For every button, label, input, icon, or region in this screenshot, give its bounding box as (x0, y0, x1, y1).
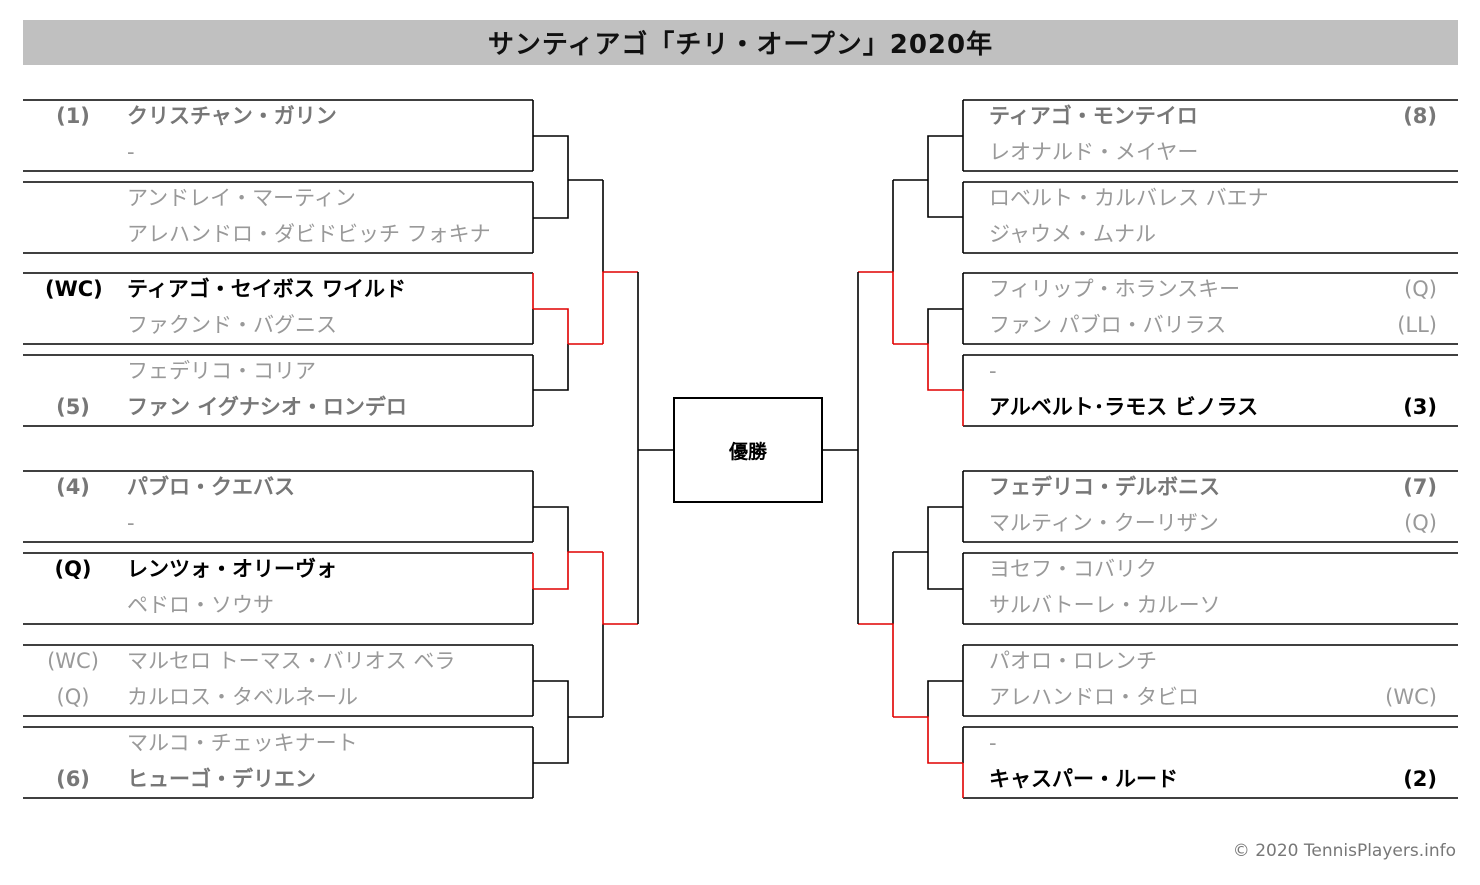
bracket-connector-win (533, 308, 569, 344)
tournament-title: サンティアゴ「チリ・オープン」2020年 (487, 30, 994, 60)
left-player-name: - (127, 140, 135, 164)
left-player-name: ファン イグナシオ・ロンデロ (127, 395, 407, 419)
bracket-connector (927, 308, 963, 344)
right-player-name: ジャウメ・ムナル (989, 222, 1156, 246)
bracket-connector (927, 506, 963, 590)
left-seed: (Q) (54, 557, 92, 581)
right-player-name: レオナルド・メイヤー (989, 140, 1199, 164)
right-player-name: フィリップ・ホランスキー (989, 277, 1241, 301)
right-player-name: ファン パブロ・バリラス (989, 313, 1227, 337)
left-seed: (6) (56, 767, 90, 791)
copyright: © 2020 TennisPlayers.info (1232, 841, 1456, 861)
left-player-name: ティアゴ・セイボス ワイルド (127, 277, 407, 301)
left-seed: (1) (56, 104, 90, 128)
right-seed: (WC) (1385, 685, 1437, 709)
bracket-connector-win (533, 551, 603, 590)
right-player-name: ロベルト・カルバレス バエナ (989, 186, 1269, 210)
left-player-name: クリスチャン・ガリン (127, 104, 337, 128)
right-player-name: パオロ・ロレンチ (989, 649, 1157, 673)
left-seed: (4) (56, 475, 90, 499)
left-player-name: ファクンド・バグニス (127, 313, 337, 337)
right-seed: (2) (1403, 767, 1437, 791)
bracket-connector (927, 680, 963, 717)
right-player-name: ヨセフ・コバリク (989, 557, 1157, 581)
left-player-name: マルコ・チェッキナート (127, 731, 358, 755)
right-seed: (7) (1403, 475, 1437, 499)
bracket-connector-win (858, 623, 894, 717)
right-seed: (8) (1403, 104, 1437, 128)
bracket-connector-win (602, 271, 638, 344)
left-seed: (5) (56, 395, 90, 419)
right-player-name: フェデリコ・デルボニス (989, 475, 1220, 499)
bracket-connector (533, 680, 569, 764)
left-player-name: フェデリコ・コリア (127, 359, 316, 383)
bracket-connector-win (858, 271, 894, 344)
left-seed: (WC) (47, 649, 99, 673)
title-bar: サンティアゴ「チリ・オープン」2020年 (23, 20, 1458, 65)
bracket-connector (927, 135, 963, 218)
left-player-name: レンツォ・オリーヴォ (127, 557, 337, 581)
right-seed: (Q) (1404, 511, 1437, 535)
left-player-name: ペドロ・ソウサ (127, 593, 274, 617)
right-player-name: ティアゴ・モンテイロ (989, 104, 1198, 128)
bracket-connector-win (602, 552, 638, 625)
right-seed: (Q) (1404, 277, 1437, 301)
bracket-connector-win (893, 343, 963, 391)
left-seed: (WC) (45, 277, 103, 301)
right-player-name: - (989, 359, 997, 383)
champion-label: 優勝 (728, 440, 767, 463)
right-player-name: マルティン・クーリザン (989, 511, 1219, 535)
right-player-name: キャスパー・ルード (989, 767, 1178, 791)
left-player-name: ヒューゴ・デリエン (127, 767, 316, 791)
left-player-name: アレハンドロ・ダビドビッチ フォキナ (127, 222, 491, 246)
right-player-name: アルベルト･ラモス ビノラス (989, 395, 1259, 419)
bracket-connector (533, 135, 569, 219)
bracket-connector (533, 344, 569, 391)
left-player-name: - (127, 511, 135, 535)
bracket-connector (533, 506, 569, 552)
left-player-name: パブロ・クエバス (127, 475, 295, 499)
left-seed: (Q) (56, 685, 90, 709)
right-seed: (LL) (1397, 313, 1437, 337)
right-player-name: - (989, 731, 997, 755)
right-seed: (3) (1403, 395, 1437, 419)
right-player-name: アレハンドロ・タビロ (989, 685, 1199, 709)
champion-box: 優勝 (673, 397, 823, 503)
left-player-name: アンドレイ・マーティン (127, 186, 356, 210)
left-player-name: カルロス・タベルネール (127, 685, 358, 709)
bracket-connector-win (893, 716, 963, 764)
left-player-name: マルセロ トーマス・バリオス ベラ (127, 649, 456, 673)
right-player-name: サルバトーレ・カルーソ (989, 593, 1221, 617)
